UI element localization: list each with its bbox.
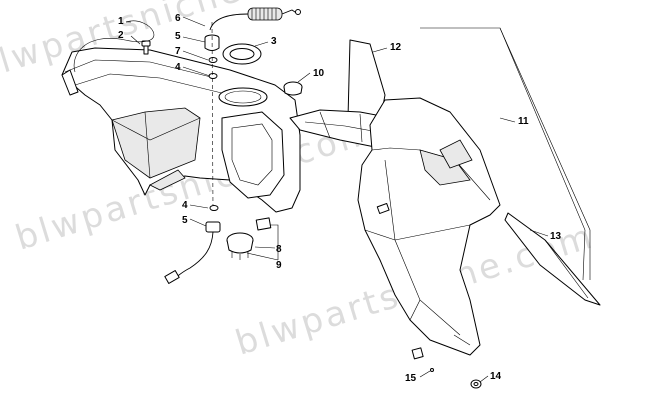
shroud-panel-part-11[interactable] — [357, 97, 501, 356]
callout-15: 15 — [405, 373, 417, 384]
callout-13: 13 — [550, 231, 562, 242]
screw-part-2[interactable] — [141, 40, 151, 55]
assembly-axis-line — [211, 21, 214, 211]
callout-7: 7 — [175, 46, 181, 57]
switch-part-5-lower[interactable] — [164, 221, 221, 284]
callout-4-top: 4 — [175, 62, 181, 73]
gauge-part-9[interactable] — [226, 232, 254, 260]
fastener-part-14[interactable] — [470, 379, 482, 389]
console-panel-part-1[interactable] — [61, 47, 301, 213]
callout-labels: 1 2 3 4 4 5 5 6 7 8 9 10 11 12 13 14 15 — [118, 13, 562, 384]
plug-part-10[interactable] — [283, 81, 303, 96]
callout-4-lower: 4 — [182, 200, 188, 211]
clip-part-15[interactable] — [411, 347, 434, 372]
group-bracket-11-inner — [499, 27, 586, 281]
callout-9: 9 — [276, 260, 282, 271]
washer-part-4-lower[interactable] — [209, 205, 219, 211]
washer-part-7[interactable] — [208, 57, 218, 63]
decal-part-13[interactable] — [504, 212, 601, 306]
callout-12: 12 — [390, 42, 402, 53]
callout-5-top: 5 — [175, 31, 181, 42]
callout-2: 2 — [118, 30, 124, 41]
callout-3: 3 — [271, 36, 277, 47]
callout-5-lower: 5 — [182, 215, 188, 226]
callout-10: 10 — [313, 68, 325, 79]
callout-6: 6 — [175, 13, 181, 24]
cable-part-6[interactable] — [209, 7, 301, 31]
leader-lines — [73, 16, 549, 383]
group-bracket-11 — [420, 27, 591, 280]
callout-14: 14 — [490, 371, 502, 382]
callout-1: 1 — [118, 16, 124, 27]
callout-11: 11 — [518, 116, 529, 127]
callout-8: 8 — [276, 244, 282, 255]
washer-part-4-top[interactable] — [208, 73, 218, 79]
ring-part-3[interactable] — [222, 43, 262, 65]
clip-part-8[interactable] — [255, 217, 272, 231]
